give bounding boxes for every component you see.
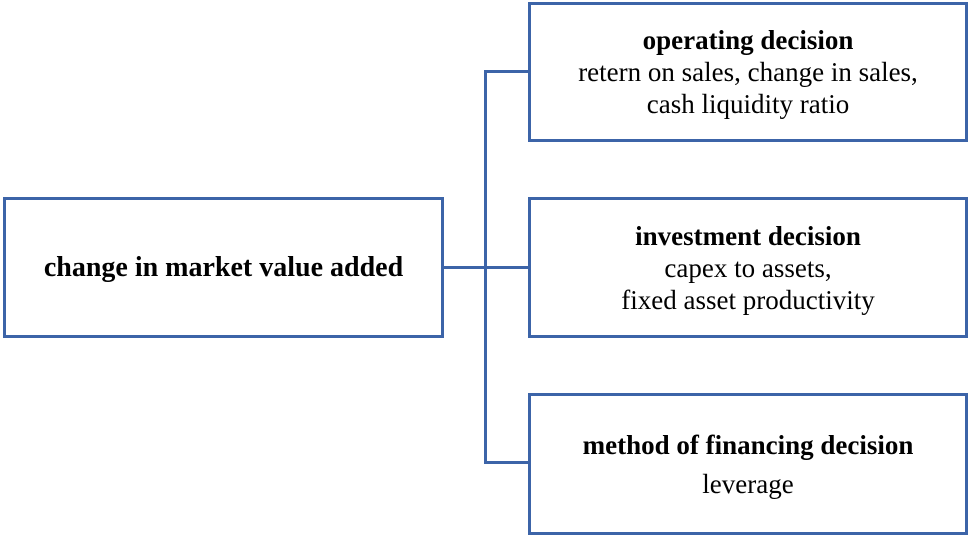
branch-title: investment decision: [635, 220, 861, 251]
branch-title: operating decision: [642, 25, 854, 55]
branch-box-investment-decision: investment decision capex to assets, fix…: [528, 197, 968, 338]
branch-detail-line: retern on sales, change in sales,: [578, 57, 918, 87]
branch-detail-line: fixed asset productivity: [621, 284, 875, 315]
branch-detail-line: capex to assets,: [664, 252, 832, 283]
connector-root-to-spine: [443, 266, 528, 269]
root-box-market-value-added: change in market value added: [3, 197, 444, 338]
root-box-label: change in market value added: [43, 251, 404, 283]
branch-box-financing-decision: method of financing decision leverage: [528, 393, 968, 535]
branch-box-operating-decision: operating decision retern on sales, chan…: [528, 2, 968, 142]
connector-branch-operating: [484, 70, 528, 73]
branch-detail-line: leverage: [702, 468, 794, 499]
branch-title: method of financing decision: [582, 429, 914, 460]
branch-detail-line: cash liquidity ratio: [646, 89, 850, 119]
connector-branch-financing: [484, 461, 528, 464]
